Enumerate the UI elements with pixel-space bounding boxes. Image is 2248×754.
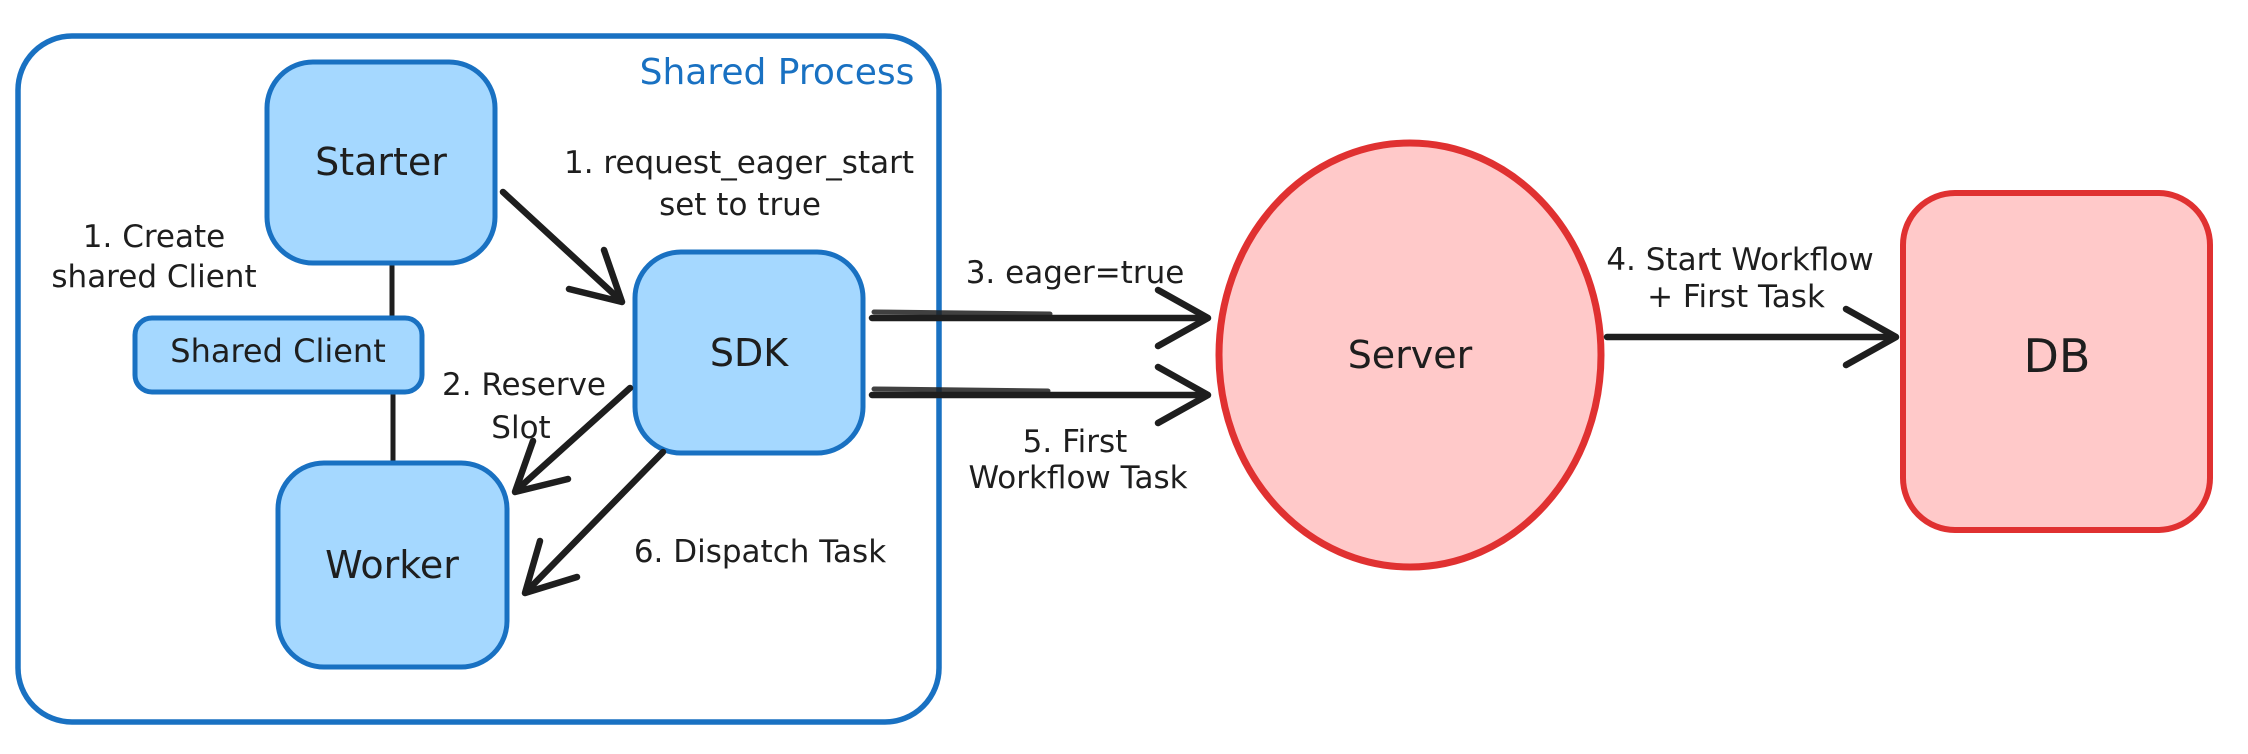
arrowhead-starter-sdk	[565, 246, 626, 306]
arrow-starter-sdk	[499, 188, 626, 306]
start-workflow-line1: 4. Start Workflow	[1606, 242, 1873, 278]
arrowhead-first-workflow-task	[1154, 363, 1212, 427]
reserve-slot-line1: 2. Reserve	[442, 367, 606, 403]
annotation-start-workflow: 4. Start Workflow + First Task	[1606, 242, 1873, 315]
sdk-label: SDK	[710, 331, 789, 375]
arrowhead-reserve-slot	[511, 437, 572, 496]
node-starter: Starter	[264, 59, 498, 266]
shared-process-label: Shared Process	[640, 52, 915, 93]
arrow-reserve-slot	[511, 384, 634, 496]
annotation-first-workflow-task: 5. First Workflow Task	[968, 424, 1187, 496]
annotation-eager-true: 3. eager=true	[966, 255, 1185, 291]
shared-process-container	[15, 33, 942, 725]
arrowhead-eager-true	[1154, 286, 1212, 350]
shared-client-box	[132, 315, 425, 395]
arrowhead-start-workflow	[1842, 305, 1900, 369]
annotation-reserve-slot: 2. Reserve Slot	[442, 367, 606, 446]
first-workflow-task-line2: Workflow Task	[968, 460, 1187, 496]
first-workflow-task-line1: 5. First	[1023, 424, 1128, 460]
db-label: DB	[2024, 329, 2091, 383]
db-box	[1900, 190, 2213, 533]
node-server: Server	[1215, 139, 1605, 571]
node-worker: Worker	[275, 460, 510, 670]
annotation-create-shared-client: 1. Create shared Client	[51, 219, 256, 295]
create-shared-client-line1: 1. Create	[83, 219, 225, 255]
arrow-first-workflow-task	[868, 363, 1212, 427]
request-eager-start-line1: 1. request_eager_start	[564, 145, 914, 181]
start-workflow-line2: + First Task	[1647, 279, 1825, 315]
starter-box	[264, 59, 498, 266]
arrow-dispatch-task	[521, 448, 667, 597]
node-sdk: SDK	[632, 249, 866, 456]
sdk-box	[632, 249, 866, 456]
annotation-dispatch-task: 6. Dispatch Task	[634, 534, 886, 570]
node-shared-client: Shared Client	[132, 315, 425, 395]
create-shared-client-line2: shared Client	[51, 259, 256, 295]
starter-label: Starter	[315, 140, 447, 184]
server-label: Server	[1348, 333, 1473, 377]
worker-box	[275, 460, 510, 670]
worker-label: Worker	[325, 543, 459, 587]
server-ellipse	[1215, 139, 1605, 571]
reserve-slot-line2: Slot	[491, 410, 550, 446]
shared-client-label: Shared Client	[170, 332, 385, 370]
arrow-start-workflow	[1603, 305, 1900, 369]
arrowhead-dispatch-task	[521, 537, 581, 597]
node-db: DB	[1900, 190, 2213, 533]
annotation-request-eager-start: 1. request_eager_start set to true	[564, 145, 914, 223]
request-eager-start-line2: set to true	[659, 187, 821, 223]
arrow-eager-true	[868, 286, 1212, 350]
